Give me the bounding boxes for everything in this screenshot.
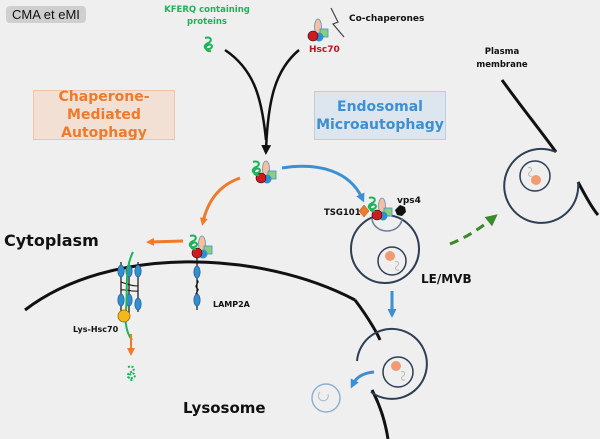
vps4-label: vps4	[397, 196, 421, 206]
plasma-membrane-label-line1: Plasma	[485, 47, 520, 57]
degraded-protein-icon	[126, 365, 136, 382]
release-arrow	[350, 370, 375, 389]
fusing-mvb-organelle	[356, 327, 428, 400]
lys-hsc70-icon	[117, 309, 131, 323]
central-complex-icon	[251, 160, 277, 184]
kferq-label-line1: KFERQ containing	[164, 5, 250, 15]
cma-box-line1: Chaperone-Mediated	[58, 89, 150, 123]
kferq-protein-icon	[203, 36, 213, 53]
hsc70-complex-icon	[307, 18, 329, 42]
le-mvb-label: LE/MVB	[421, 272, 472, 286]
lamp2a-label: LAMP2A	[213, 300, 251, 309]
lamp2a-multimer	[117, 251, 142, 341]
exosome-secretion-organelle	[503, 147, 580, 224]
cytoplasm-label: Cytoplasm	[4, 231, 99, 250]
corner-tag: CMA et eMI	[6, 6, 86, 23]
co-chaperones-bracket	[330, 7, 345, 38]
tsg101-label: TSG101	[324, 208, 361, 218]
secretion-arrow	[449, 214, 498, 246]
le-mvb-organelle	[350, 214, 420, 284]
hsc70-to-complex-arrow	[261, 49, 300, 155]
cma-pathway-box: Chaperone-Mediated Autophagy	[33, 89, 175, 141]
emi-box-line1: Endosomal	[337, 98, 423, 115]
cma-to-cytoplasm-arrow	[146, 237, 184, 246]
emi-box-line2: Microautophagy	[316, 116, 444, 133]
kferq-to-complex-line	[224, 48, 268, 141]
co-chaperones-label: Co-chaperones	[349, 14, 424, 24]
emi-membrane-complex	[358, 196, 406, 221]
tsg101-icon	[358, 204, 370, 218]
cma-box-line2: Autophagy	[61, 125, 147, 141]
hsc70-label: Hsc70	[309, 45, 340, 55]
released-vesicle-icon	[311, 383, 341, 413]
plasma-membrane-line-lower	[576, 181, 600, 216]
cma-pathway-arrow	[199, 176, 241, 226]
lysosome-membrane	[24, 260, 356, 312]
lys-hsc70-label: Lys-Hsc70	[73, 325, 119, 334]
emi-pathway-arrow	[281, 164, 365, 203]
lamp2a-bound-complex-icon	[188, 234, 213, 259]
lysosome-membrane-lower	[353, 299, 382, 341]
lysosome-label: Lysosome	[183, 399, 266, 417]
kferq-label-line2: proteins	[187, 17, 227, 27]
emi-pathway-box: Endosomal Microautophagy	[314, 91, 446, 140]
plasma-membrane-line	[500, 79, 558, 153]
plasma-membrane-label-line2: membrane	[476, 60, 528, 70]
vps4-icon	[395, 205, 406, 216]
lamp2a-receptor	[193, 255, 201, 310]
